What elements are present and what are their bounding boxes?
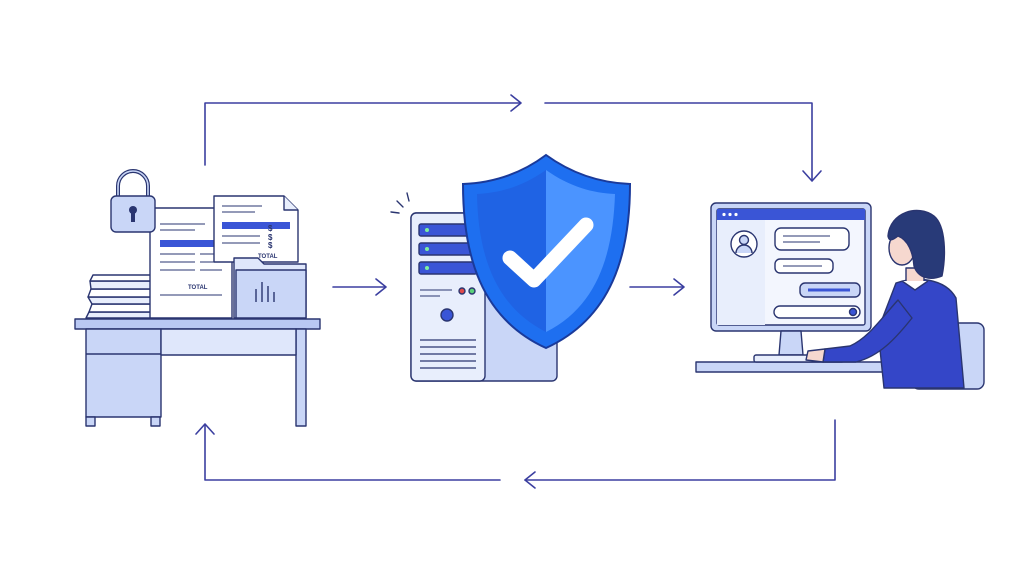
currency-symbol-2: $ (268, 241, 273, 250)
person (805, 209, 985, 390)
person-hand (805, 348, 826, 363)
user-workstation (695, 202, 985, 390)
invoice-document: TOTAL (149, 207, 233, 319)
bottom-loop-line-left (204, 424, 501, 481)
chat-bubble-incoming-1 (774, 227, 850, 251)
desk-apron (160, 328, 297, 356)
message-input[interactable] (773, 305, 861, 319)
arrow-down-icon (802, 170, 822, 182)
bottom-loop-line-right (524, 419, 836, 481)
statement-total-label: TOTAL (258, 254, 278, 260)
desk-leg-left (85, 416, 96, 427)
sparkle-marks (390, 192, 410, 214)
statement-document: $ $ TOTAL (213, 195, 299, 263)
server-power-button (440, 308, 454, 322)
window-titlebar (717, 209, 865, 220)
person-hair (887, 209, 946, 279)
desk-leg-mid (150, 416, 161, 427)
padlock-icon (110, 169, 156, 233)
person-collar (901, 280, 929, 291)
arrow-up-icon (195, 423, 215, 435)
currency-symbol-1: $ (268, 233, 273, 242)
desk-leg-right (295, 328, 307, 427)
arrow-left-icon (524, 471, 536, 489)
send-icon[interactable] (848, 307, 858, 317)
desk-surface (695, 361, 897, 373)
desk-top (74, 318, 321, 330)
monitor-stand (778, 330, 804, 356)
avatar-icon (730, 230, 758, 258)
arrow-right-icon (510, 94, 522, 112)
desk-drawer-unit (85, 328, 162, 418)
arrow-right-icon (375, 278, 387, 296)
arrow-right-icon (673, 278, 685, 296)
file-folder: $ (233, 224, 307, 319)
checkmark-icon (502, 217, 594, 288)
flow-arrows (195, 94, 836, 489)
desk-with-documents: TOTAL $ $ TOTAL (74, 169, 321, 427)
security-shield (461, 153, 632, 350)
currency-symbol-3: $ (268, 224, 273, 233)
invoice-total-label: TOTAL (188, 285, 208, 291)
top-loop-line-right (544, 102, 813, 181)
top-loop-line-left (204, 102, 521, 166)
